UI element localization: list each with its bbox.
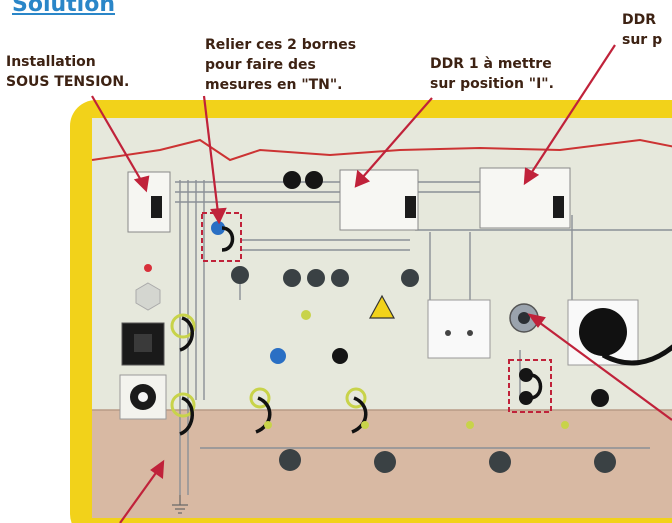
main-breaker [127,171,171,233]
top-line [91,138,672,162]
cable [601,344,672,366]
power-inlet-slot [134,334,152,352]
terminal-top-1 [283,171,301,189]
terminal [591,389,609,407]
terminal-top-2 [305,171,323,189]
red-led [144,264,152,272]
large-connector [579,308,627,356]
annotation-line: mesures en "TN". [205,77,343,93]
rotary-center [138,392,148,402]
green-dot [301,310,311,320]
lower-knob [594,451,616,473]
power-socket [427,299,491,359]
warning-icon [368,294,396,319]
socket-pin [467,330,473,336]
jumper-left-lower [179,396,194,436]
terminal [307,269,325,287]
lower-knob [279,449,301,471]
green-ring-terminal [170,313,196,339]
annotation-line: sur p [622,32,663,48]
green-ring-terminal [170,392,196,418]
jumper-mid-2 [351,396,368,434]
annotation-ddr1: DDR 1 à mettre sur position "I". [430,54,554,94]
terminal [519,391,533,405]
annotation-line: Relier ces 2 bornes [205,37,357,53]
annotation-arrows [91,44,672,523]
grey-hexagon [135,282,161,311]
annotation-line: sur position "I". [430,76,554,92]
annotation-installation: Installation SOUS TENSION. [6,52,129,92]
lower-knob [489,451,511,473]
annotation-line: DDR [622,12,657,28]
round-selector-center [518,312,530,324]
green-ring-terminal [249,387,271,409]
terminal [401,269,419,287]
terminal [231,266,249,284]
terminal [331,269,349,287]
annotation-relier-bornes: Relier ces 2 bornes pour faire des mesur… [205,35,356,95]
annotation-ddr2: DDR sur p [622,10,662,50]
annotation-line: Installation [6,54,96,70]
green-dot [361,421,369,429]
lower-knob [374,451,396,473]
jumper-tn [221,226,235,252]
ddr2-lever [553,196,564,218]
black-terminal-lower [332,348,348,364]
earth-icon [172,495,188,514]
jumper-mid-1 [255,396,272,434]
annotation-line: DDR 1 à mettre [430,56,552,72]
blue-terminal [211,221,225,235]
ddr1-lever [405,196,416,218]
terminal [283,269,301,287]
page-title: Solution [12,0,115,17]
jumper-left-upper [179,316,194,352]
green-dot [561,421,569,429]
main-breaker-lever [151,196,162,218]
jumper-lower [529,373,543,400]
green-dot [264,421,272,429]
annotation-line: pour faire des [205,57,316,73]
terminal [519,368,533,382]
annotation-line: SOUS TENSION. [6,74,130,90]
socket-pin [445,330,451,336]
green-dot [466,421,474,429]
blue-terminal-lower [270,348,286,364]
green-ring-terminal [345,387,367,409]
lower-jumper-highlight [508,359,552,413]
